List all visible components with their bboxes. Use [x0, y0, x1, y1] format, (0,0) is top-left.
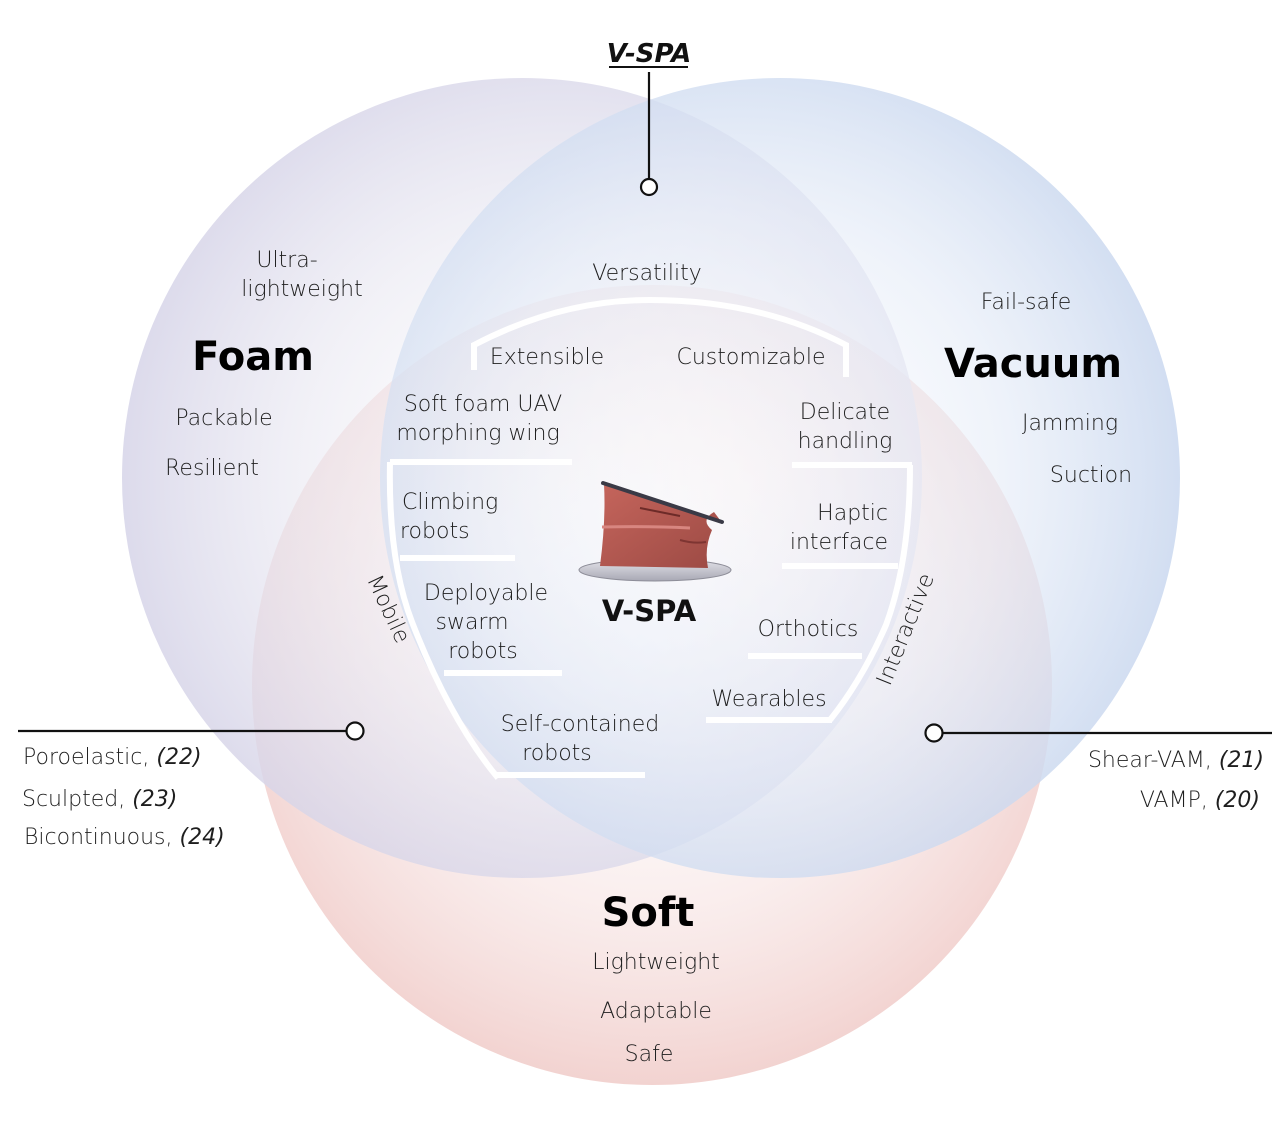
foam-soft-callout: Poroelastic, (22) Sculpted, (23) Biconti…	[18, 721, 365, 850]
mobile-item-uav-line1: Soft foam UAV	[404, 392, 562, 417]
vacuum-soft-callout: Shear-VAM, (21) VAMP, (20)	[924, 723, 1272, 813]
soft-prop-lightweight: Lightweight	[592, 950, 720, 975]
vacuum-circle	[380, 78, 1180, 878]
foam-prop-resilient: Resilient	[165, 456, 259, 481]
actuator-top-plate	[601, 481, 724, 524]
mobile-group: Mobile Soft foam UAV morphing wing Climb…	[361, 392, 659, 780]
mobile-item-uav-line2: morphing wing	[396, 421, 559, 446]
foam-soft-ref-poroelastic: Poroelastic, (22)	[23, 745, 202, 770]
vacuum-soft-leader-dot	[924, 723, 944, 743]
mobile-item-deployable-line1: Deployable	[424, 581, 548, 606]
vacuum-title: Vacuum	[944, 341, 1122, 387]
mobile-item-deployable-line3: robots	[448, 639, 518, 664]
foam-prop-packable: Packable	[175, 406, 272, 431]
interactive-item-delicate-line2: handling	[798, 429, 893, 454]
versatility-item-customizable: Customizable	[676, 345, 825, 370]
interactive-bracket	[827, 464, 913, 722]
mobile-item-climbing-line2: robots	[400, 519, 470, 544]
vspa-callout-top: V-SPA	[607, 39, 692, 197]
mobile-item-selfcontained-line1: Self-contained	[501, 712, 659, 737]
foam-prop-lightweight: lightweight	[241, 277, 362, 302]
vacuum-soft-ref-vamp: VAMP, (20)	[1140, 788, 1260, 813]
versatility-bracket	[471, 296, 849, 377]
soft-title: Soft	[602, 890, 695, 936]
vspa-top-leader-dot	[639, 177, 659, 197]
center-vspa-label: V-SPA	[602, 594, 697, 628]
vacuum-soft-ref-shearvam: Shear-VAM, (21)	[1088, 748, 1264, 773]
foam-labels: Ultra- lightweight Foam Packable Resilie…	[165, 248, 363, 481]
interactive-item-delicate-line1: Delicate	[800, 400, 890, 425]
vacuum-prop-failsafe: Fail-safe	[981, 290, 1072, 315]
foam-prop-ultra: Ultra-	[256, 248, 317, 273]
vacuum-labels: Fail-safe Vacuum Jamming Suction	[944, 290, 1132, 488]
vspa-actuator-image: V-SPA	[578, 481, 732, 628]
versatility-item-extensible: Extensible	[490, 345, 604, 370]
actuator-fold-3	[679, 539, 707, 544]
actuator-fold-1	[601, 525, 691, 530]
foam-soft-ref-sculpted: Sculpted, (23)	[22, 787, 177, 812]
foam-soft-ref-bicontinuous: Bicontinuous, (24)	[24, 825, 225, 850]
mobile-item-climbing-line1: Climbing	[402, 490, 498, 515]
interactive-item-haptic-line2: interface	[790, 530, 888, 555]
mobile-item-deployable-line2: swarm	[435, 610, 508, 635]
actuator-fold-2	[639, 507, 681, 517]
vacuum-prop-jamming: Jamming	[1022, 411, 1118, 436]
mobile-bracket	[386, 461, 501, 780]
vacuum-prop-suction: Suction	[1050, 463, 1132, 488]
foam-title: Foam	[192, 334, 314, 380]
versatility-group: Versatility Extensible Customizable	[471, 261, 849, 377]
soft-prop-adaptable: Adaptable	[600, 999, 712, 1024]
vspa-top-title: V-SPA	[607, 39, 692, 69]
interactive-item-wearables: Wearables	[711, 687, 826, 712]
foam-soft-leader-dot	[345, 721, 365, 741]
interactive-item-orthotics: Orthotics	[758, 617, 859, 642]
interactive-item-haptic-line1: Haptic	[817, 501, 888, 526]
mobile-item-selfcontained-line2: robots	[522, 741, 592, 766]
versatility-label: Versatility	[592, 261, 701, 286]
soft-prop-safe: Safe	[625, 1042, 674, 1067]
venn-circles	[122, 78, 1180, 1085]
soft-labels: Soft Lightweight Adaptable Safe	[592, 890, 720, 1067]
